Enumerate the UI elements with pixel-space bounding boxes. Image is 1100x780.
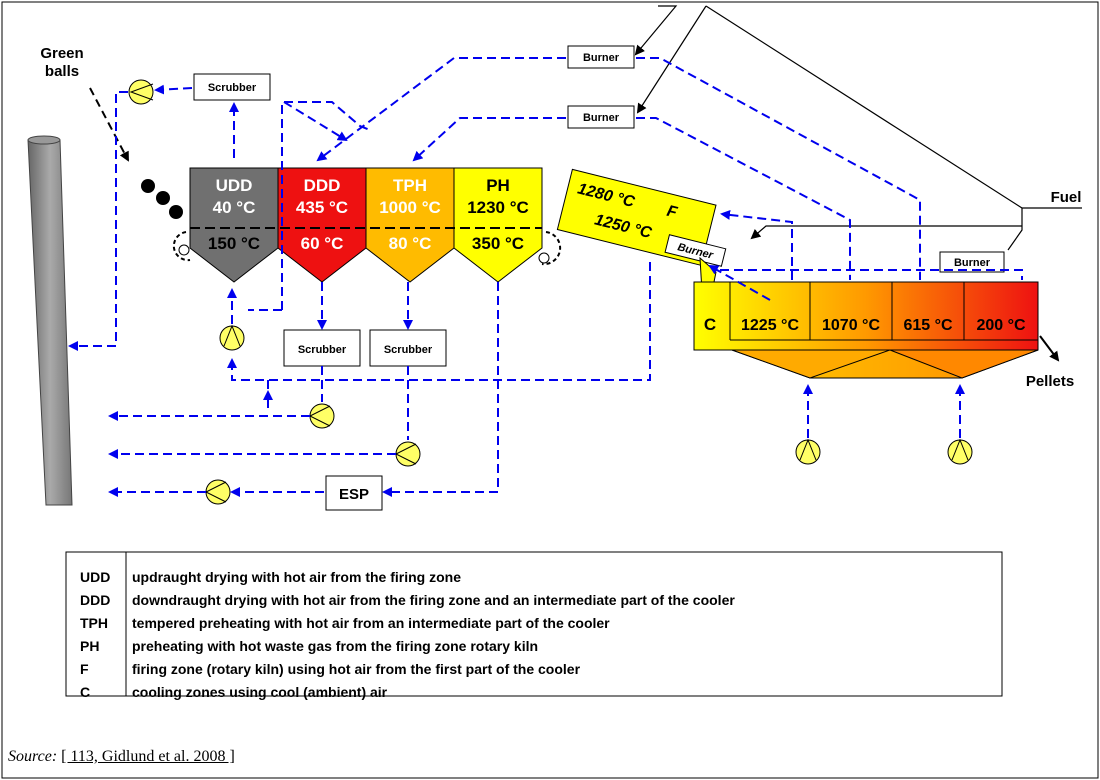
fan-icon <box>947 438 973 465</box>
zone-ddd-bottom-temp: 60 °C <box>301 234 344 253</box>
zone-udd-bottom-temp: 150 °C <box>208 234 260 253</box>
svg-text:Scrubber: Scrubber <box>384 344 433 356</box>
fuel-label: Fuel <box>1051 189 1082 206</box>
source-citation: Source: [ 113, Gidlund et al. 2008 ] <box>8 748 235 766</box>
esp-box: ESP <box>325 475 383 511</box>
fan-icon <box>128 79 154 105</box>
zone-ddd <box>277 167 367 283</box>
legend-abbr: C <box>80 684 90 700</box>
legend-text: tempered preheating with hot air from an… <box>132 615 610 631</box>
legend-abbr: F <box>80 661 89 677</box>
legend-text: preheating with hot waste gas from the f… <box>132 638 538 654</box>
fan-icon <box>308 403 335 429</box>
legend-text: downdraught drying with hot air from the… <box>132 592 735 608</box>
cooler-temp-1: 1225 °C <box>741 317 799 334</box>
pellets-label: Pellets <box>1026 373 1074 390</box>
zone-ddd-code: DDD <box>304 176 341 195</box>
zone-ph <box>453 167 543 283</box>
green-balls-label-2: balls <box>45 63 79 80</box>
green-balls-label: Green <box>40 45 83 62</box>
legend-abbr: UDD <box>80 569 110 585</box>
right-roller-icon <box>538 231 562 266</box>
svg-text:Burner: Burner <box>583 112 620 124</box>
svg-text:Scrubber: Scrubber <box>208 82 257 94</box>
legend-box <box>65 551 1003 697</box>
zone-tph <box>365 167 455 283</box>
legend-text: updraught drying with hot air from the f… <box>132 569 461 585</box>
fan-icon <box>204 479 231 505</box>
scrubber-right: Scrubber <box>369 329 447 367</box>
cooler-temp-4: 200 °C <box>976 317 1026 334</box>
zone-tph-bottom-temp: 80 °C <box>389 234 432 253</box>
gas-flow-lines <box>68 57 1023 497</box>
source-prefix: Source: <box>8 748 58 765</box>
kiln-burner-box <box>664 234 727 267</box>
fuel-lines <box>634 5 1082 251</box>
zone-udd-top-temp: 40 °C <box>213 198 256 217</box>
legend-entries: UDD updraught drying with hot air from t… <box>80 569 735 700</box>
zone-ph-top-temp: 1230 °C <box>467 198 529 217</box>
green-balls-icon <box>141 179 183 219</box>
cooler-temp-3: 615 °C <box>903 317 953 334</box>
cooler-code: C <box>704 315 716 334</box>
zone-tph-code: TPH <box>393 176 427 195</box>
svg-text:ESP: ESP <box>339 486 369 503</box>
legend-abbr: DDD <box>80 592 110 608</box>
cooler-temp-2: 1070 °C <box>822 317 880 334</box>
cooler <box>693 281 1039 379</box>
legend-abbr: PH <box>80 638 99 654</box>
scrubber-top: Scrubber <box>193 73 271 101</box>
fan-icon <box>795 438 821 465</box>
legend-abbr: TPH <box>80 615 108 631</box>
burner-2: Burner <box>567 105 635 129</box>
zone-ddd-top-temp: 435 °C <box>296 198 348 217</box>
fan-icon <box>219 324 245 351</box>
pellets-arrow <box>1039 335 1060 362</box>
svg-text:Burner: Burner <box>954 257 991 269</box>
zone-tph-top-temp: 1000 °C <box>379 198 441 217</box>
feed-arrow <box>89 87 129 162</box>
zone-udd <box>189 167 279 283</box>
legend-text: cooling zones using cool (ambient) air <box>132 684 388 700</box>
svg-text:Burner: Burner <box>583 52 620 64</box>
scrubber-mid: Scrubber <box>283 329 361 367</box>
zone-ph-code: PH <box>486 176 510 195</box>
zone-ph-bottom-temp: 350 °C <box>472 234 524 253</box>
source-link[interactable]: [ 113, Gidlund et al. 2008 ] <box>61 748 235 765</box>
chimney <box>27 135 73 506</box>
fan-icon <box>394 441 421 467</box>
burner-1: Burner <box>567 45 635 69</box>
svg-text:Scrubber: Scrubber <box>298 344 347 356</box>
left-roller-icon <box>172 231 191 262</box>
legend-text: firing zone (rotary kiln) using hot air … <box>132 661 581 677</box>
zone-udd-code: UDD <box>216 176 253 195</box>
rotary-kiln: 1280 °C F 1250 °C Burner <box>556 168 727 267</box>
burner-3: Burner <box>939 251 1005 273</box>
